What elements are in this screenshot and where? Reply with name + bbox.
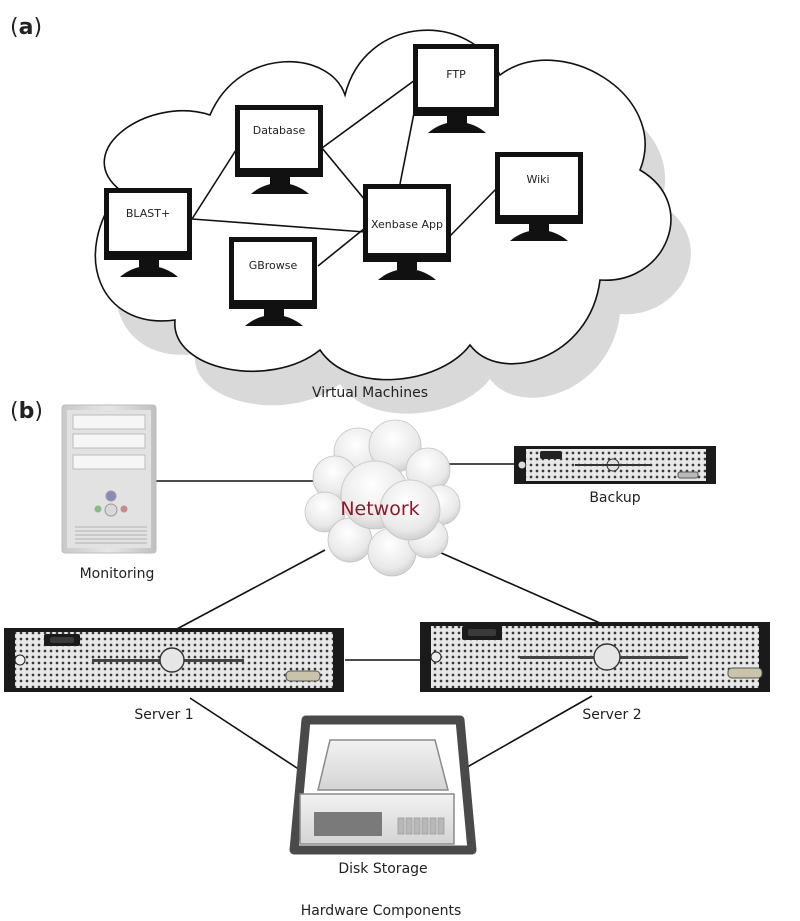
monitor-blast: BLAST+ <box>104 188 192 277</box>
server-1 <box>4 628 344 692</box>
monitor-wiki: Wiki <box>495 152 583 241</box>
monitor-database: Database <box>235 105 323 194</box>
monitor-database-label: Database <box>253 124 306 137</box>
backup-server <box>514 446 716 484</box>
monitoring-tower <box>61 404 157 554</box>
panel-b-caption: Hardware Components <box>301 903 462 919</box>
vm-connections <box>191 79 498 267</box>
monitor-xenbase-app: Xenbase App <box>363 184 451 280</box>
monitor-gbrowse-label: GBrowse <box>249 259 298 272</box>
panel-a-caption: Virtual Machines <box>312 385 428 401</box>
disk-storage <box>289 715 477 855</box>
monitor-ftp: FTP <box>413 44 499 133</box>
server-2 <box>420 622 770 692</box>
monitor-gbrowse: GBrowse <box>229 237 317 326</box>
network-label: Network <box>340 498 419 520</box>
panel-b-label: (b) <box>10 399 43 424</box>
backup-label: Backup <box>589 490 640 506</box>
monitoring-label: Monitoring <box>80 566 155 582</box>
server-2-label: Server 2 <box>582 707 641 723</box>
monitor-blast-label: BLAST+ <box>126 207 170 220</box>
server-1-label: Server 1 <box>134 707 193 723</box>
hardware-connections <box>155 463 601 771</box>
disk-storage-label: Disk Storage <box>338 861 427 877</box>
panel-a-label: (a) <box>10 15 42 40</box>
monitor-ftp-label: FTP <box>446 68 466 81</box>
network-cloud <box>304 419 461 577</box>
monitor-xenbase-app-label: Xenbase App <box>371 218 443 231</box>
monitor-wiki-label: Wiki <box>526 173 549 186</box>
